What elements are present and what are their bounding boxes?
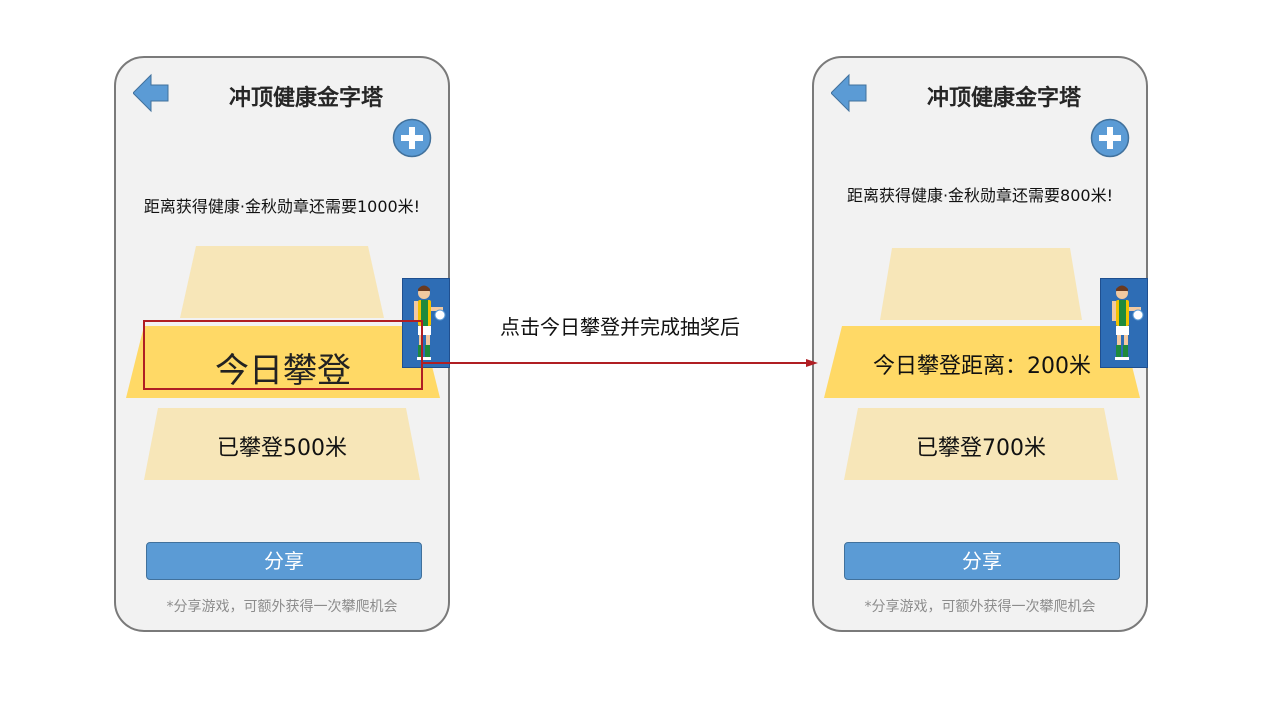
share-button[interactable]: 分享 — [146, 542, 422, 580]
pyramid-tier-top — [180, 246, 384, 318]
share-hint: *分享游戏，可额外获得一次攀爬机会 — [864, 599, 1096, 615]
distance-message: 距离获得健康·金秋勋章还需要1000米! — [143, 197, 421, 216]
distance-message: 距离获得健康·金秋勋章还需要800米! — [846, 186, 1114, 205]
climbed-distance-label: 已攀登500米 — [217, 436, 347, 461]
share-button[interactable]: 分享 — [844, 542, 1120, 580]
plus-circle-icon[interactable] — [1090, 118, 1130, 158]
climb-today-highlight — [143, 320, 423, 390]
pyramid-tier-climbed: 已攀登500米 — [144, 408, 420, 480]
page-title: 冲顶健康金字塔 — [926, 86, 1081, 111]
arrow-left-icon[interactable] — [132, 73, 169, 113]
flow-arrow — [423, 352, 818, 367]
arrow-left-icon[interactable] — [830, 73, 867, 113]
pyramid-tier-top — [880, 248, 1082, 320]
step-caption: 点击今日攀登并完成抽奖后 — [500, 315, 740, 339]
climb-today-distance-label: 今日攀登距离：200米 — [873, 354, 1091, 379]
phone-screen-after: 冲顶健康金字塔 距离获得健康·金秋勋章还需要800米! 今日攀登距离：200米 — [812, 56, 1148, 632]
pyramid-tier-today: 今日攀登距离：200米 — [824, 326, 1140, 398]
plus-circle-icon[interactable] — [392, 118, 432, 158]
pyramid-tier-today[interactable]: 今日攀登 — [126, 326, 440, 398]
climb-today-label: 今日攀登 — [215, 351, 351, 391]
phone-screen-before: 冲顶健康金字塔 距离获得健康·金秋勋章还需要1000米! 今日攀登 已攀登5 — [114, 56, 450, 632]
athlete-avatar — [1100, 278, 1148, 368]
pyramid-tier-climbed: 已攀登700米 — [844, 408, 1118, 480]
page-title: 冲顶健康金字塔 — [228, 86, 383, 111]
climbed-distance-label: 已攀登700米 — [916, 436, 1046, 461]
share-hint: *分享游戏，可额外获得一次攀爬机会 — [166, 599, 398, 615]
